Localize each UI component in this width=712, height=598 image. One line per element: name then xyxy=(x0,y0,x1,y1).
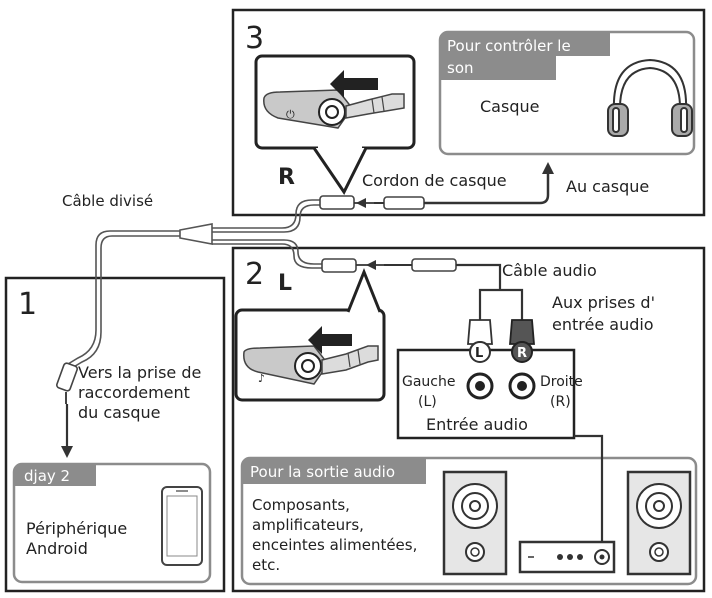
l-zoom-pointer xyxy=(346,267,382,313)
speaker-left-icon xyxy=(442,470,508,576)
monitor-tab xyxy=(440,32,610,80)
split-cable-label: Câble divisé xyxy=(62,192,153,210)
to-headphones-label: Au casque xyxy=(566,177,649,196)
djay-tab-label: djay 2 xyxy=(24,467,70,485)
gauche-label: Gauche xyxy=(402,374,455,390)
r-mark: R xyxy=(278,165,295,190)
panel-1-number: 1 xyxy=(18,287,37,322)
headphone-cord xyxy=(354,162,554,210)
droite-label: Droite xyxy=(540,374,583,390)
speaker-right-icon xyxy=(626,470,692,576)
left-arrow-icon xyxy=(308,326,352,354)
l-mark: L xyxy=(278,271,292,296)
headphones-icon xyxy=(607,58,693,137)
audio-inputs-line-1: Aux prises d' xyxy=(552,293,655,312)
amp-cable xyxy=(574,434,604,546)
amplifier-icon xyxy=(518,540,616,574)
headphones-device-label: Casque xyxy=(480,97,539,116)
audio-cable-label: Câble audio xyxy=(502,261,597,280)
android-device-line-1: Périphérique xyxy=(26,519,127,538)
split-l-socket xyxy=(321,258,357,273)
split-cable xyxy=(67,199,322,369)
output-devices-line-4: etc. xyxy=(252,556,280,574)
svg-text:⏻: ⏻ xyxy=(286,108,295,121)
rca-l-mark-overlay: L xyxy=(475,346,483,361)
output-tab xyxy=(242,458,426,484)
l-plug-illustration: ♪ xyxy=(243,345,379,385)
left-arrow-icon xyxy=(330,70,378,98)
smartphone-icon xyxy=(161,486,203,566)
panel-3-frame xyxy=(231,8,706,217)
svg-text:♪: ♪ xyxy=(258,372,265,385)
r-plug-illustration: ⏻ xyxy=(263,89,405,129)
gauche-l-label: (L) xyxy=(418,394,437,410)
rca-r-mark-overlay: R xyxy=(517,346,527,361)
to-jack-line-3: du casque xyxy=(78,403,160,422)
output-devices-line-3: enceintes alimentées, xyxy=(252,536,417,554)
panel-2-frame xyxy=(231,246,706,593)
rca-jack-right xyxy=(508,372,536,400)
down-arrow-icon xyxy=(61,404,73,458)
phone-plug xyxy=(56,362,78,404)
android-device-line-2: Android xyxy=(26,539,88,558)
to-jack-line-2: raccordement xyxy=(78,383,190,402)
r-zoom-pointer xyxy=(312,147,368,195)
output-devices-line-2: amplificateurs, xyxy=(252,516,364,534)
audio-input-label: Entrée audio xyxy=(426,415,528,434)
djay-tab xyxy=(14,464,96,486)
panel-1-frame xyxy=(4,276,226,593)
rca-jack-left xyxy=(466,372,494,400)
audio-inputs-line-2: entrée audio xyxy=(552,315,654,334)
monitor-tab-line-1: Pour contrôler le xyxy=(447,37,571,55)
audio-cable xyxy=(356,258,524,320)
output-devices-line-1: Composants, xyxy=(252,496,350,514)
panel-2-number: 2 xyxy=(245,257,264,292)
output-tab-label: Pour la sortie audio xyxy=(250,463,395,481)
split-r-socket xyxy=(319,195,355,210)
droite-r-label: (R) xyxy=(550,394,571,410)
panel-3-number: 3 xyxy=(245,21,264,56)
headphone-cord-label: Cordon de casque xyxy=(362,171,507,190)
monitor-tab-line-2: son xyxy=(447,59,474,77)
to-jack-line-1: Vers la prise de xyxy=(78,363,201,382)
